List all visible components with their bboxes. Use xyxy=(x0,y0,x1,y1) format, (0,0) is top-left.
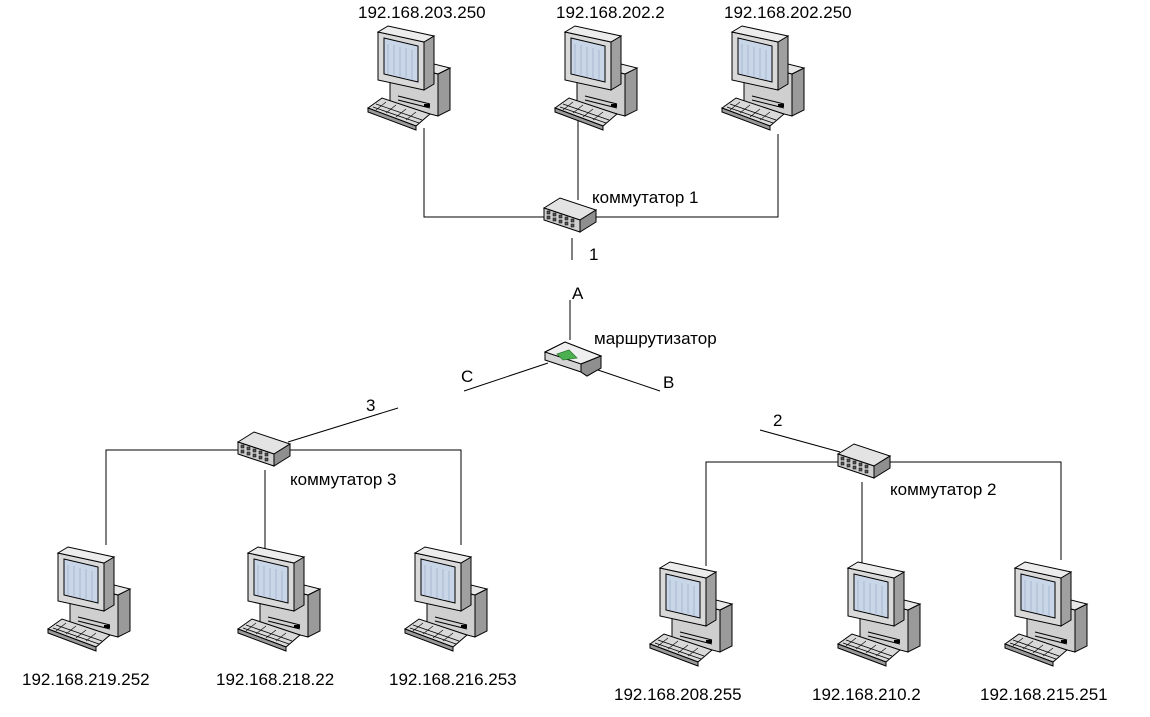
network-switch-icon xyxy=(837,443,891,479)
desktop-computer-icon xyxy=(554,25,638,131)
desktop-computer-icon xyxy=(649,561,733,667)
desktop-computer-icon xyxy=(47,546,131,652)
wire-sw1-pc1 xyxy=(423,128,545,218)
wire-sw2-uplink xyxy=(759,429,841,453)
desktop-computer-icon xyxy=(367,25,451,131)
wire-sw1-pc3 xyxy=(590,134,779,218)
ip-label-left-1: 192.168.219.252 xyxy=(22,670,150,689)
wire-sw3-uplink xyxy=(287,407,399,443)
router-port-a-label: A xyxy=(572,284,584,303)
router-label: маршрутизатор xyxy=(594,329,717,348)
switch-3-port-label: 3 xyxy=(366,396,376,415)
ip-label-top-1: 192.168.203.250 xyxy=(358,3,486,22)
desktop-computer-icon xyxy=(837,561,921,667)
desktop-computer-icon xyxy=(1004,561,1088,667)
ip-label-right-1: 192.168.208.255 xyxy=(614,685,742,704)
network-switch-icon xyxy=(237,431,291,467)
wire-router-b xyxy=(597,369,661,392)
desktop-computer-icon xyxy=(721,25,805,131)
switch-1-port-label: 1 xyxy=(589,245,599,264)
ip-label-left-3: 192.168.216.253 xyxy=(389,670,517,689)
switch-2-label: коммутатор 2 xyxy=(890,480,997,499)
wire-sw2-pc3 xyxy=(890,461,1062,560)
switch-1-label: коммутатор 1 xyxy=(592,188,699,207)
wire-sw3-pc3 xyxy=(290,449,462,545)
ip-label-top-2: 192.168.202.2 xyxy=(556,3,665,22)
switch-3-label: коммутатор 3 xyxy=(290,470,397,489)
wire-sw2-pc1 xyxy=(705,461,840,566)
ip-label-right-3: 192.168.215.251 xyxy=(980,685,1108,704)
router-port-c-label: C xyxy=(461,367,474,386)
router-port-b-label: B xyxy=(663,373,675,392)
wire-sw3-pc1 xyxy=(105,449,240,545)
desktop-computer-icon xyxy=(237,546,321,652)
ip-label-right-2: 192.168.210.2 xyxy=(812,685,921,704)
ip-label-left-2: 192.168.218.22 xyxy=(216,670,335,689)
switch-2-port-label: 2 xyxy=(773,411,783,430)
network-switch-icon xyxy=(543,197,597,233)
wire-router-c xyxy=(463,362,549,392)
desktop-computer-icon xyxy=(404,546,488,652)
ip-label-top-3: 192.168.202.250 xyxy=(724,3,852,22)
router-icon xyxy=(544,341,602,377)
